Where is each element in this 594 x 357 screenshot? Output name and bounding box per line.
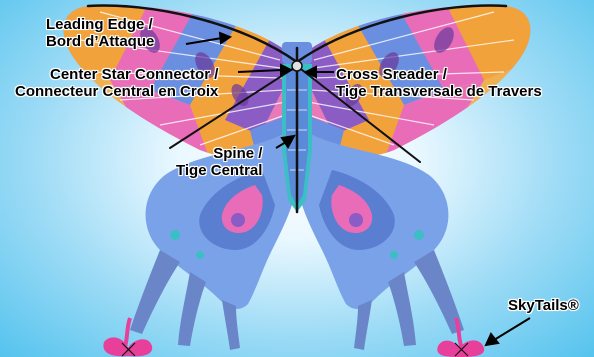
spine-label: Spine / Tige Central [176,145,262,179]
center-star-label-line2: Connecteur Central en Croix [6,83,218,100]
skytails-label: SkyTails® [508,297,579,314]
cross-spreader-label: Cross Sreader / Tige Transversale de Tra… [336,66,542,100]
spine-label-line1: Spine / [176,145,262,162]
center-star-label-line1: Center Star Connector / [6,66,218,83]
skytails-label-line1: SkyTails® [508,297,579,314]
leading-edge-label: Leading Edge / Bord d’Attaque [46,16,154,50]
cross-spreader-label-line1: Cross Sreader / [336,66,542,83]
leading-edge-label-line1: Leading Edge / [46,16,154,33]
skytails-arrow [494,318,530,340]
cross-spreader-label-line2: Tige Transversale de Travers [336,83,542,100]
spine-label-line2: Tige Central [176,162,262,179]
leading-edge-label-line2: Bord d’Attaque [46,33,154,50]
center-star-connector-label: Center Star Connector / Connecteur Centr… [6,66,218,100]
center-star-connector [292,61,302,71]
right-hindwing [298,125,464,350]
